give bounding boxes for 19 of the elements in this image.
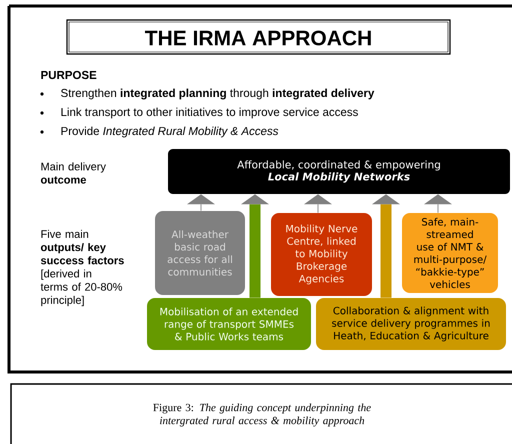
output-box: Safe, main-streamed use of NMT & multi-purpose/ “bakkie-type” vehicles	[402, 213, 498, 293]
caption-box: Figure 3: The guiding concept underpinning the intergrated rural access & mobility approach	[10, 383, 512, 444]
bullet-text: Strengthen integrated planning through integrated delivery	[61, 88, 374, 100]
arrow	[372, 194, 400, 298]
side-label: Five main outputs/ key success factors [derived in terms of 20-80% principle]	[40, 230, 124, 306]
bullet-text: Link transport to other initiatives to improve service access	[61, 108, 358, 118]
title-box: THE IRMA APPROACH	[66, 19, 451, 55]
outcome-box: Affordable, coordinated & empowering Local Mobility Networks	[168, 149, 510, 194]
bullet-text: Provide Integrated Rural Mobility & Access	[61, 126, 278, 138]
arrow	[304, 194, 332, 214]
output-box: Collaboration & alignment with service delivery programmes in Heath, Education & Agriculture	[316, 298, 506, 350]
arrow	[424, 194, 452, 214]
arrow	[187, 194, 215, 212]
output-box: Mobilisation of an extended range of transport SMMEs & Public Works teams	[147, 298, 311, 350]
section-heading: PURPOSE	[41, 70, 96, 80]
output-box: Mobility Nerve Centre, linked to Mobility Brokerage Agencies	[271, 213, 372, 296]
output-box: All-weather basic road access for all communities	[155, 211, 245, 295]
arrow	[241, 194, 269, 298]
side-label: Main delivery outcome	[40, 162, 106, 184]
